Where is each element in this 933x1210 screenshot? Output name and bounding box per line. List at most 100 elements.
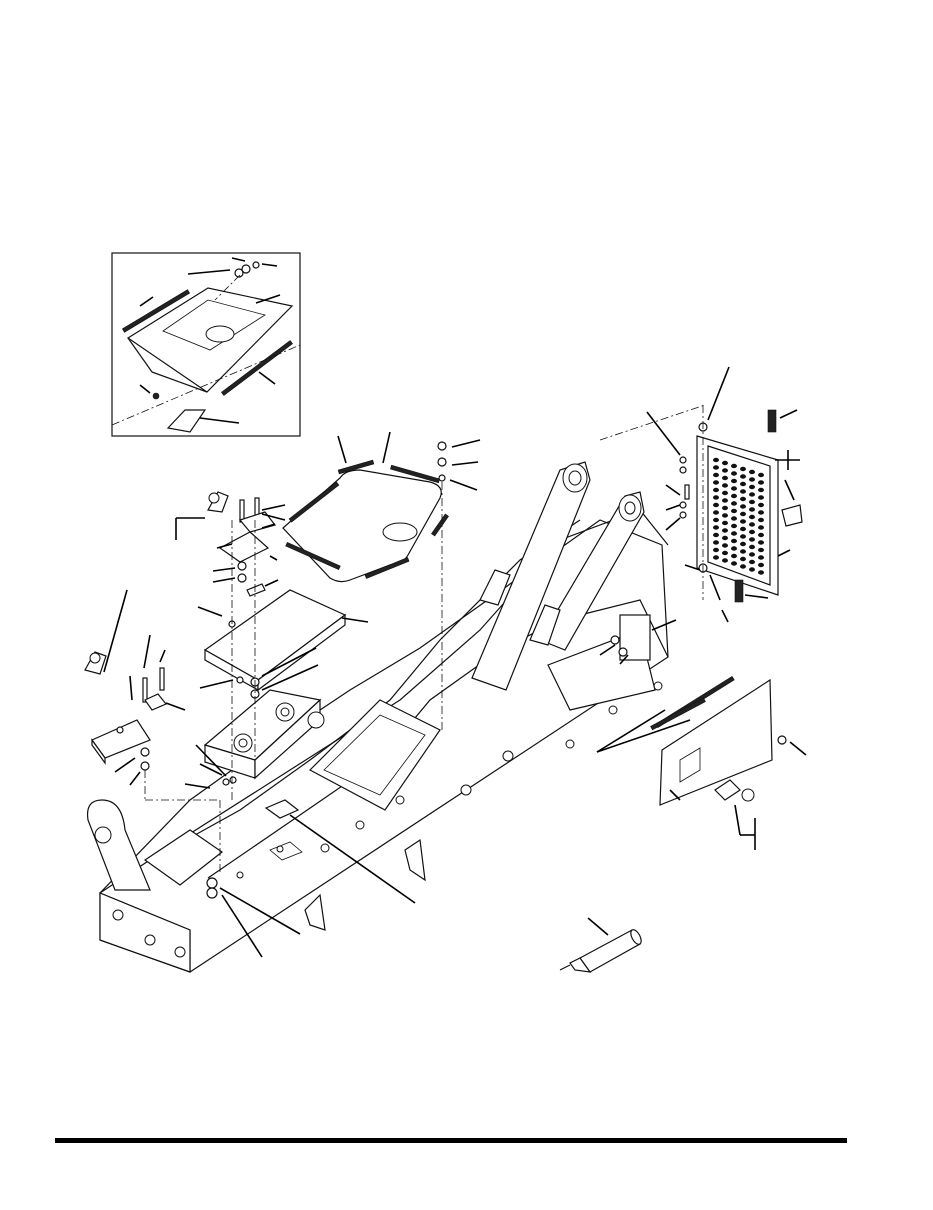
grille-mesh-hole (740, 519, 746, 524)
grille-mesh-hole (722, 528, 728, 533)
grille-mesh-hole (713, 540, 719, 545)
grille-mesh-hole (740, 504, 746, 509)
grille-mesh-hole (740, 481, 746, 487)
grille-mesh-hole (722, 550, 728, 556)
grille-mesh-hole (749, 537, 755, 542)
grille-mesh-hole (722, 520, 728, 526)
left-latch-assembly (84, 589, 221, 875)
grille-mesh-hole (740, 466, 746, 472)
grille-mesh-hole (713, 555, 719, 560)
grille-mesh-hole (758, 480, 764, 485)
grille-mesh-hole (758, 555, 764, 560)
grille-mesh-hole (722, 543, 728, 548)
main-frame (86, 461, 669, 973)
grille-mesh-hole (740, 496, 746, 502)
grille-mesh-hole (740, 549, 746, 554)
clip-bracket (264, 799, 300, 819)
grille-mesh-hole (749, 484, 755, 490)
grille-mesh-hole (713, 457, 719, 463)
grille-mesh-hole (713, 517, 719, 523)
grille-mesh-hole (749, 499, 755, 505)
grille-mesh-hole (758, 472, 764, 478)
grille-mesh-hole (749, 544, 755, 550)
grille-mesh-hole (722, 483, 728, 488)
grille-mesh-hole (740, 534, 746, 539)
grille-mesh-hole (758, 525, 764, 530)
grille-mesh-hole (740, 474, 746, 479)
grille-mesh-hole (749, 567, 755, 572)
grille-mesh-hole (758, 502, 764, 508)
grille-mesh-hole (713, 525, 719, 530)
grille-mesh-hole (731, 478, 737, 484)
latch-plate (218, 531, 270, 563)
inset-seal-strip (121, 289, 191, 333)
grille-mesh-hole (731, 501, 737, 506)
grease-tube (559, 929, 642, 973)
inset-border (111, 252, 301, 437)
spacer-lower (734, 579, 744, 603)
grille-mesh-hole (749, 522, 755, 527)
grille-mesh-hole (740, 564, 746, 569)
grille-mesh-hole (749, 469, 755, 475)
grille-mesh-hole (758, 570, 764, 575)
grille-mesh-hole (713, 495, 719, 500)
grille-mesh-hole (713, 465, 719, 470)
side-door-panel (596, 614, 807, 850)
grille-mesh-hole (731, 508, 737, 514)
grille-mesh-hole (731, 516, 737, 521)
inset-bracket (166, 409, 207, 433)
grille-mesh-hole (749, 552, 755, 557)
grille-mesh-hole (731, 546, 737, 551)
grille-mesh-hole (758, 532, 764, 538)
inset-seal-strip (221, 340, 293, 396)
grille-mesh-hole (758, 517, 764, 523)
seat-panel-assembly (282, 431, 481, 730)
grille-mesh-hole (758, 510, 764, 515)
grille-mesh-hole (713, 510, 719, 515)
grille-mesh (713, 457, 764, 575)
grille-mesh-hole (749, 559, 755, 565)
grille-mesh-hole (722, 505, 728, 511)
boom-tower-left (471, 461, 591, 691)
grille-mesh-hole (731, 531, 737, 536)
grille-mesh-hole (758, 495, 764, 500)
grille-mesh-hole (722, 558, 728, 563)
grille-mesh-hole (713, 487, 719, 493)
grille-mesh-hole (713, 480, 719, 485)
grille-mesh-hole (731, 471, 737, 476)
grille-mesh-hole (758, 487, 764, 493)
grille-mesh-hole (722, 513, 728, 518)
seat-panel (282, 469, 442, 583)
grille-mesh-hole (740, 526, 746, 532)
grille-mesh-hole (731, 486, 737, 491)
grille-mesh-hole (758, 540, 764, 545)
grille-mesh-hole (731, 561, 737, 566)
grille-mesh-hole (749, 477, 755, 482)
grille-mesh-hole (713, 547, 719, 553)
grille-mesh-hole (731, 553, 737, 559)
grille-mesh-hole (758, 547, 764, 553)
grille-mesh-hole (713, 472, 719, 478)
spacer-upper (767, 409, 777, 433)
grille-mesh-hole (740, 541, 746, 547)
grille-mesh-hole (740, 511, 746, 517)
grille-mesh-hole (740, 489, 746, 494)
grille-mesh-hole (749, 514, 755, 520)
grille-mesh-hole (722, 498, 728, 503)
grille-mesh-hole (722, 535, 728, 541)
footer-rule (55, 1138, 847, 1143)
grille-mesh-hole (722, 460, 728, 466)
grille-mesh-hole (731, 538, 737, 544)
inset-detail (111, 252, 301, 437)
grille-mesh-hole (749, 529, 755, 535)
lower-parts (206, 799, 642, 973)
grille-assembly (599, 366, 803, 623)
grille-mesh-hole (722, 490, 728, 496)
grille-mesh-hole (731, 493, 737, 499)
grille-mesh-hole (713, 532, 719, 538)
grille-mesh-hole (731, 463, 737, 469)
boom-tower-right (539, 491, 645, 651)
grille-mesh-hole (749, 507, 755, 512)
